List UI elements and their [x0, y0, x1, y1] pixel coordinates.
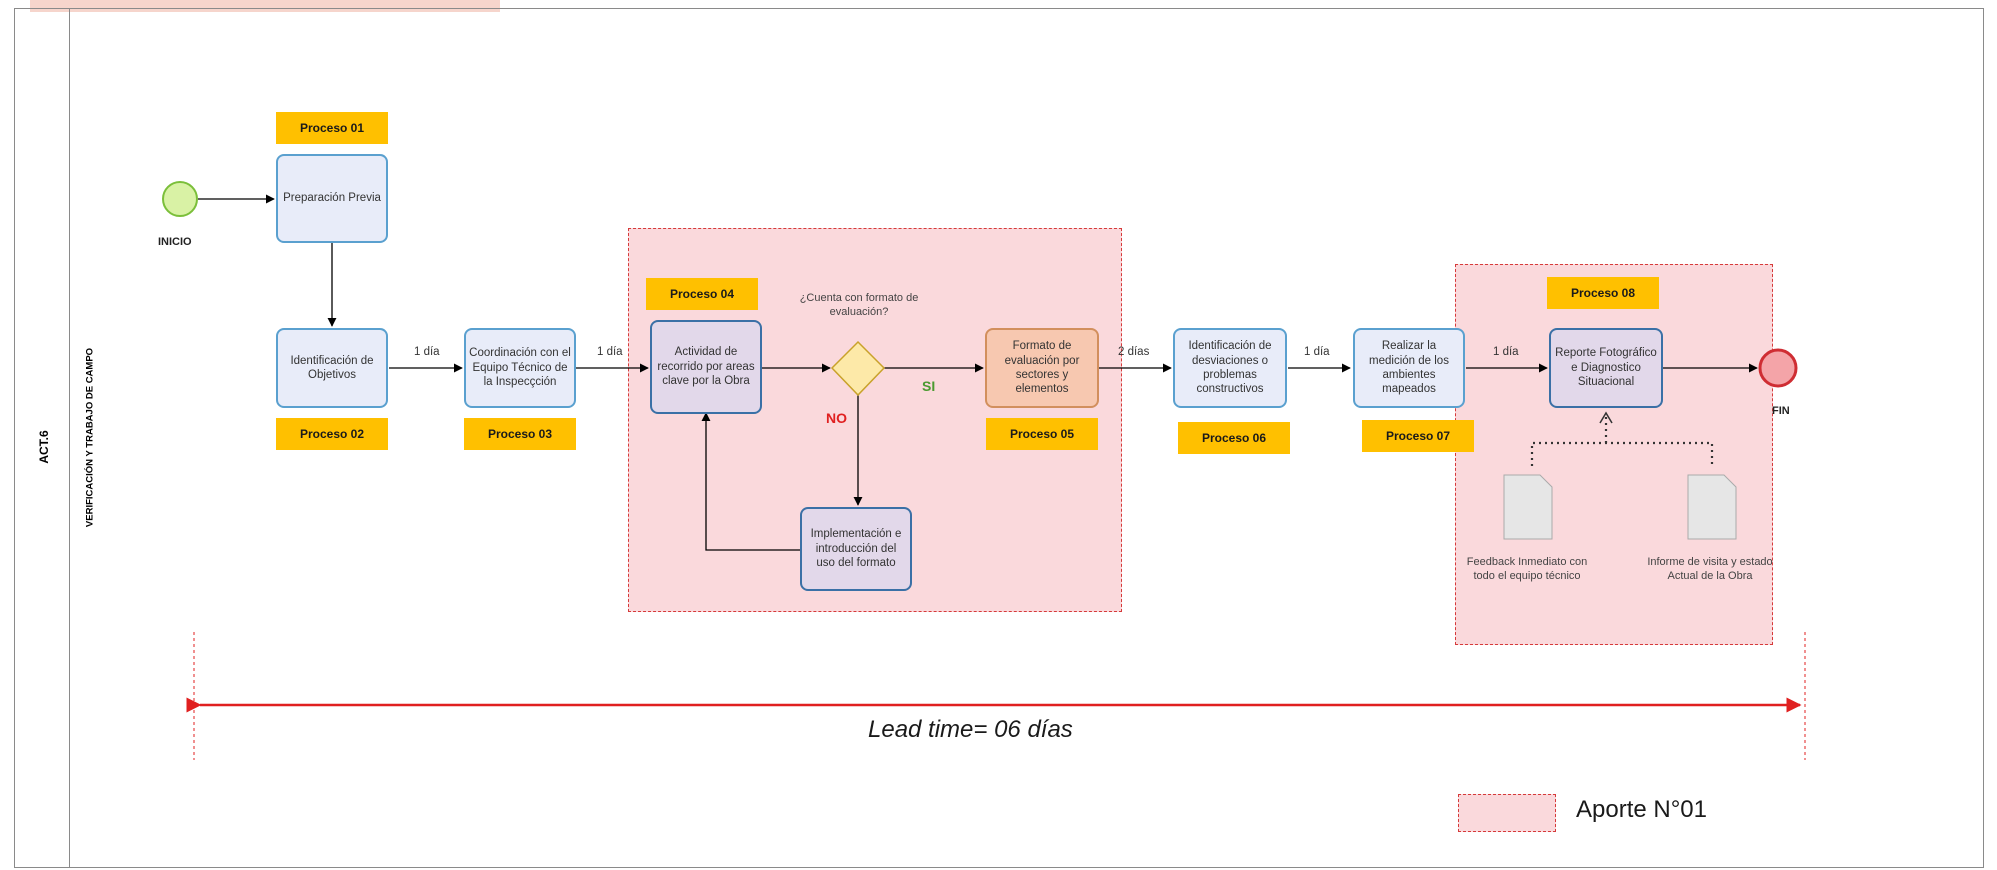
- start-event: [162, 181, 198, 217]
- process-box-05: Formato de evaluación por sectores y ele…: [985, 328, 1099, 408]
- decision-gateway: [830, 340, 886, 397]
- document-label-1: Feedback Inmediato con todo el equipo té…: [1466, 556, 1588, 583]
- legend-label: Aporte N°01: [1576, 796, 1708, 823]
- decision-yes-label: SI: [922, 378, 936, 394]
- end-event: [1758, 348, 1798, 388]
- process-tag-06: Proceso 06: [1178, 422, 1290, 454]
- flow-impl-p04: [701, 412, 800, 551]
- end-label: FIN: [1772, 405, 1790, 417]
- process-tag-03: Proceso 03: [464, 418, 576, 450]
- header-tab: [30, 0, 500, 12]
- aporte-zone-2: [1455, 264, 1773, 645]
- lane-divider: [69, 8, 70, 868]
- decision-no-label: NO: [826, 410, 847, 426]
- duration-03-04: 1 día: [597, 346, 623, 358]
- duration-05-06: 2 días: [1118, 346, 1150, 358]
- process-box-02: Identificación de Objetivos: [276, 328, 388, 408]
- process-box-06: Identificación de desviaciones o problem…: [1173, 328, 1287, 408]
- process-box-01: Preparación Previa: [276, 154, 388, 243]
- process-tag-04: Proceso 04: [646, 278, 758, 310]
- legend-swatch: [1458, 794, 1556, 832]
- assoc-doc1: [1530, 441, 1714, 466]
- process-tag-08: Proceso 08: [1547, 277, 1659, 309]
- process-tag-01: Proceso 01: [276, 112, 388, 144]
- process-box-04: Actividad de recorrido por areas clave p…: [650, 320, 762, 414]
- process-tag-07: Proceso 07: [1362, 420, 1474, 452]
- document-icon-1: [1503, 474, 1553, 540]
- lead-time-label: Lead time= 06 días: [868, 716, 1073, 743]
- document-icon-2: [1687, 474, 1737, 540]
- process-box-07: Realizar la medición de los ambientes ma…: [1353, 328, 1465, 408]
- decision-question: ¿Cuenta con formato de evaluación?: [799, 292, 919, 319]
- process-box-03: Coordinación con el Equipo Técnico de la…: [464, 328, 576, 408]
- process-box-08: Reporte Fotográfico e Diagnostico Situac…: [1549, 328, 1663, 408]
- duration-07-08: 1 día: [1493, 346, 1519, 358]
- document-label-2: Informe de visita y estado Actual de la …: [1647, 556, 1773, 583]
- duration-02-03: 1 día: [414, 346, 440, 358]
- process-tag-05: Proceso 05: [986, 418, 1098, 450]
- process-tag-02: Proceso 02: [276, 418, 388, 450]
- implementation-box: Implementación e introducción del uso de…: [800, 507, 912, 591]
- diagram-frame: [14, 8, 1984, 868]
- duration-06-07: 1 día: [1304, 346, 1330, 358]
- start-label: INICIO: [158, 236, 192, 248]
